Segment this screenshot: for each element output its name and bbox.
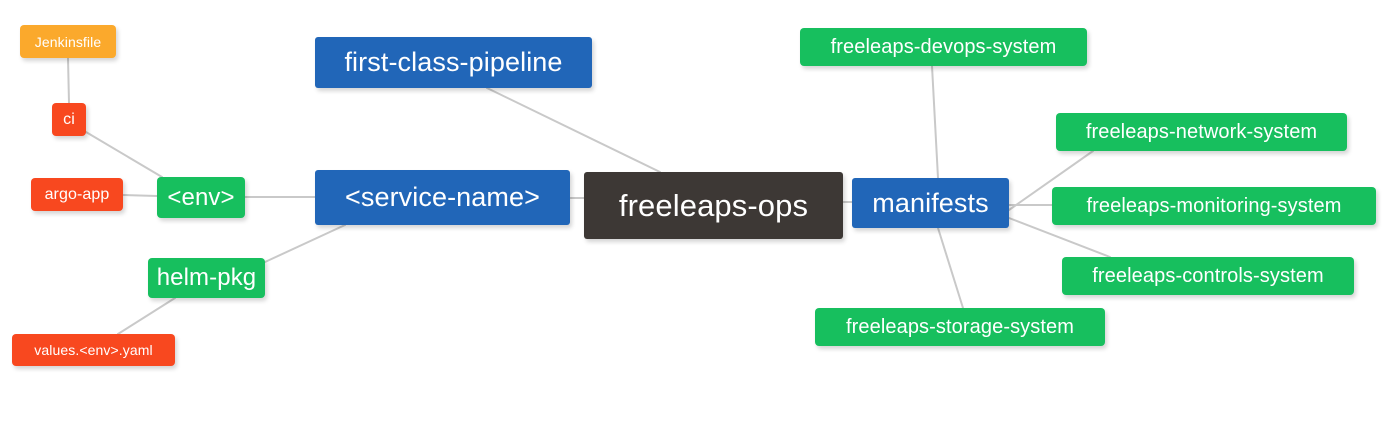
mindmap-node-jenkinsfile[interactable]: Jenkinsfile: [20, 25, 116, 58]
mindmap-node-env[interactable]: <env>: [157, 177, 245, 218]
edge-helm-pkg-to-service-name: [264, 224, 346, 263]
node-label: freeleaps-storage-system: [845, 316, 1075, 338]
mindmap-node-freeleaps-devops-system[interactable]: freeleaps-devops-system: [800, 28, 1087, 66]
node-label: helm-pkg: [156, 264, 257, 291]
mindmap-node-freeleaps-ops[interactable]: freeleaps-ops: [584, 172, 843, 239]
mindmap-node-helm-pkg[interactable]: helm-pkg: [148, 258, 265, 298]
edge-jenkinsfile-to-ci: [67, 57, 70, 104]
node-label: ci: [63, 110, 75, 128]
node-label: freeleaps-ops: [618, 188, 809, 223]
edge-values-env-yaml-to-helm-pkg: [117, 297, 176, 335]
node-label: argo-app: [44, 185, 110, 203]
mindmap-node-argo-app[interactable]: argo-app: [31, 178, 123, 211]
node-label: manifests: [872, 187, 989, 218]
mindmap-node-freeleaps-storage-system[interactable]: freeleaps-storage-system: [815, 308, 1105, 346]
mindmap-node-freeleaps-network-system[interactable]: freeleaps-network-system: [1056, 113, 1347, 151]
mindmap-node-ci[interactable]: ci: [52, 103, 86, 136]
edge-manifests-to-freeleaps-devops-system: [931, 65, 939, 179]
node-label: first-class-pipeline: [344, 47, 563, 77]
node-label: Jenkinsfile: [34, 33, 102, 50]
node-label: freeleaps-monitoring-system: [1086, 195, 1342, 217]
node-label: <service-name>: [345, 182, 540, 212]
mindmap-node-first-class-pipeline[interactable]: first-class-pipeline: [315, 37, 592, 88]
mindmap-node-freeleaps-monitoring-system[interactable]: freeleaps-monitoring-system: [1052, 187, 1376, 225]
mindmap-node-freeleaps-controls-system[interactable]: freeleaps-controls-system: [1062, 257, 1354, 295]
edge-ci-to-env: [85, 131, 163, 178]
node-label: values.<env>.yaml: [34, 342, 153, 358]
mindmap-node-values-env-yaml[interactable]: values.<env>.yaml: [12, 334, 175, 366]
node-label: freeleaps-network-system: [1085, 121, 1318, 143]
node-label: freeleaps-controls-system: [1092, 265, 1324, 287]
edge-first-class-pipeline-to-freeleaps-ops: [486, 87, 661, 173]
mindmap-node-manifests[interactable]: manifests: [852, 178, 1009, 228]
edge-manifests-to-freeleaps-storage-system: [937, 227, 964, 309]
node-label: freeleaps-devops-system: [830, 36, 1057, 58]
node-label: <env>: [167, 183, 235, 211]
mindmap-node-service-name[interactable]: <service-name>: [315, 170, 570, 225]
edge-argo-app-to-env: [122, 194, 158, 197]
